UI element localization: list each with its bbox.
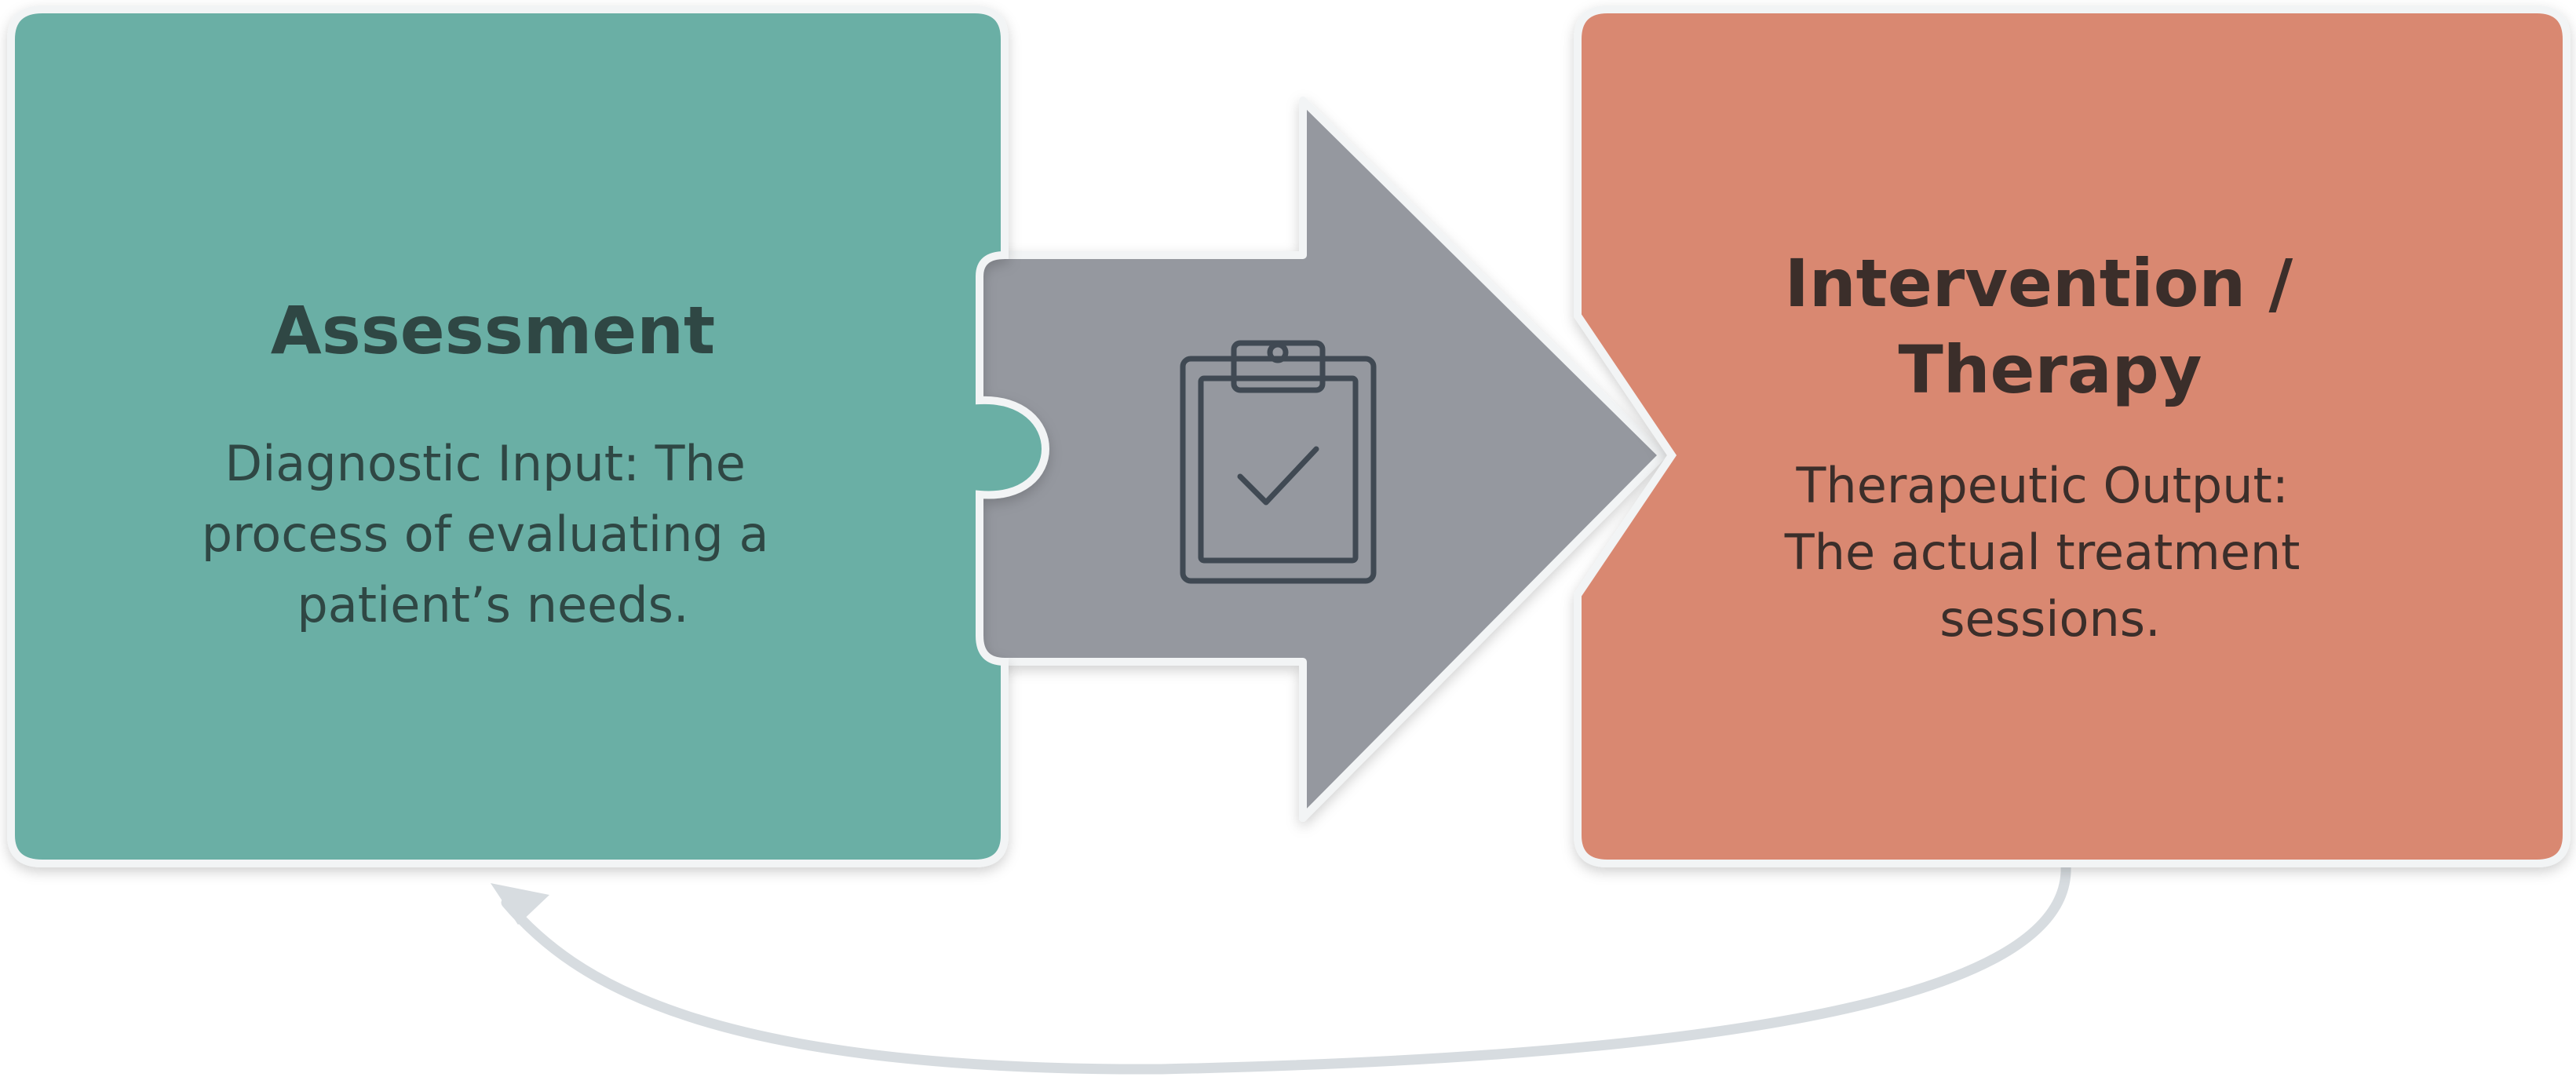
intervention-description-line: sessions. bbox=[1939, 590, 2161, 648]
assessment-title: Assessment bbox=[271, 292, 715, 369]
assessment-description-line: patient’s needs. bbox=[297, 576, 688, 633]
intervention-title: Intervention / Therapy bbox=[1785, 245, 2316, 408]
puzzle-arrow-shape bbox=[969, 97, 1666, 822]
curved-return-arrow-icon bbox=[501, 860, 2071, 1075]
assessment-description: Diagnostic Input: The process of evaluat… bbox=[202, 435, 784, 633]
connector-arrow bbox=[969, 97, 1666, 822]
assessment-description-line: process of evaluating a bbox=[202, 506, 769, 563]
assessment-box bbox=[7, 5, 1049, 867]
feedback-loop-arrow bbox=[491, 860, 2071, 1075]
intervention-title-line: Therapy bbox=[1898, 331, 2202, 408]
clipboard-check-icon bbox=[1180, 340, 1377, 584]
intervention-description-line: The actual treatment bbox=[1784, 524, 2301, 581]
intervention-description-line: Therapeutic Output: bbox=[1796, 457, 2289, 514]
intervention-card bbox=[1574, 5, 2571, 867]
intervention-title-line: Intervention / bbox=[1785, 245, 2293, 322]
intervention-box bbox=[1574, 5, 2571, 867]
loop-arrowhead bbox=[491, 883, 549, 925]
assessment-card bbox=[7, 5, 1049, 867]
intervention-description: Therapeutic Output: The actual treatment… bbox=[1784, 457, 2315, 648]
assessment-description-line: Diagnostic Input: The bbox=[224, 435, 746, 492]
